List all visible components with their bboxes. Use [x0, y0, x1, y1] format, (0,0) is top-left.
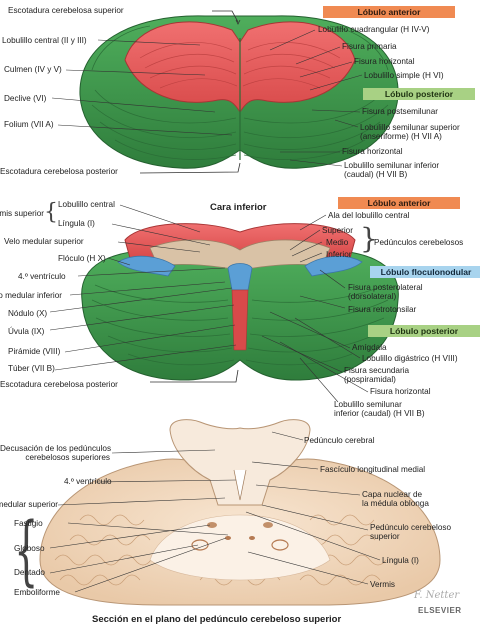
label-nuclear-layer-2: la médula oblonga	[362, 499, 429, 508]
header-posterior-lobe-top: Lóbulo posterior	[363, 88, 475, 100]
label-secondary-fissure: Fisura secundaria	[344, 366, 410, 375]
publisher-logo: ELSEVIER	[418, 606, 462, 615]
label-horizontal-fissure-top-2: Fisura horizontal	[342, 147, 403, 156]
label-decussation-2: cerebelosos superiores	[25, 453, 110, 462]
label-posterior-notch-inferior: Escotadura cerebelosa posterior	[0, 380, 118, 389]
header-posterior-lobe-inferior: Lóbulo posterior	[368, 325, 480, 337]
label-declive: Declive (VI)	[4, 94, 47, 103]
label-horizontal-fissure-top: Fisura horizontal	[354, 57, 415, 66]
artist-signature: F. Netter	[414, 590, 460, 601]
label-superior-semilunar-lobule-2: (anseriforme) (H VII A)	[360, 132, 442, 141]
label-emboliform: Emboliforme	[14, 588, 60, 597]
section-view-title: Sección en el plano del pedúnculo cerebe…	[92, 614, 342, 625]
label-quadrangular-lobule: Lobulillo cuadrangular (H IV-V)	[318, 25, 430, 34]
label-vermis-section: Vermis	[370, 580, 396, 589]
brace-nuclei: {	[14, 505, 39, 594]
header-anterior-lobe-inferior: Lóbulo anterior	[338, 197, 460, 209]
inferior-leader-lines	[49, 204, 369, 403]
header-flocculonodular-lobe: Lóbulo floculonodular	[370, 266, 480, 278]
label-inferior-central-lobule: Lobulillo central	[58, 200, 115, 209]
label-superior-velum-section: Velo medular superior	[0, 500, 58, 509]
label-inferior-semilunar-lobule-top-2: (caudal) (H VII B)	[344, 170, 408, 179]
label-lingula-inferior: Língula (I)	[58, 219, 95, 228]
section-leader-lines	[49, 431, 381, 593]
label-peduncle-superior: Superior	[322, 226, 353, 235]
label-flocculus: Flóculo (H X)	[58, 254, 106, 263]
label-horizontal-fissure-inferior: Fisura horizontal	[370, 387, 431, 396]
label-culmen: Culmen (IV y V)	[4, 65, 62, 74]
label-simple-lobule: Lobulillo simple (H VI)	[364, 71, 444, 80]
label-wing-central-lobule: Ala del lobulillo central	[328, 211, 410, 220]
label-dentate: Dentado	[14, 568, 45, 577]
label-nodule: Nódulo (X)	[8, 309, 48, 318]
inferior-surface-drawing	[81, 223, 399, 383]
label-fourth-ventricle-section: 4.º ventrículo	[64, 477, 112, 486]
label-central-lobule: Lobulillo central (II y III)	[2, 36, 87, 45]
label-retrotonsillar-fissure: Fisura retrotonsilar	[348, 305, 417, 314]
label-superior-peduncle-2: superior	[370, 532, 400, 541]
brace-peduncles: }	[360, 222, 378, 255]
label-superior-notch: Escotadura cerebelosa superior	[8, 6, 124, 15]
brace-vermis-superior: {	[44, 200, 58, 225]
label-secondary-fissure-2: (pospiramidal)	[344, 375, 396, 384]
label-peduncle-middle: Medio	[326, 238, 349, 247]
label-inferior-medullary-velum: Velo medular inferior	[0, 291, 62, 300]
label-cerebellar-peduncles: Pedúnculos cerebelosos	[374, 238, 464, 247]
label-superior-vermis: Vermis superior	[0, 209, 44, 218]
superior-surface-drawing	[79, 10, 399, 174]
label-superior-medullary-velum: Velo medular superior	[4, 237, 84, 246]
label-folium: Folium (VII A)	[4, 120, 54, 129]
inferior-view-title: Cara inferior	[210, 202, 267, 213]
label-tuber: Túber (VII B)	[8, 364, 55, 373]
label-pyramid: Pirámide (VIII)	[8, 347, 61, 356]
label-superior-peduncle: Pedúnculo cerebeloso	[370, 523, 452, 532]
label-fastigial: Fastigio	[14, 519, 43, 528]
label-posterolateral-fissure: Fisura posterolateral	[348, 283, 423, 292]
label-lingula-section: Língula (I)	[382, 556, 419, 565]
label-decussation: Decusación de los pedúnculos	[0, 444, 112, 453]
label-inferior-semilunar-lobule-2: inferior (caudal) (H VII B)	[334, 409, 425, 418]
label-posterolateral-fissure-2: (dorsolateral)	[348, 292, 397, 301]
label-peduncle-inferior: Inferior	[326, 250, 352, 259]
label-fourth-ventricle-inferior: 4.º ventrículo	[18, 272, 66, 281]
label-mlf: Fascículo longitudinal medial	[320, 465, 426, 474]
brainstem-section-shape	[169, 419, 311, 506]
label-postsemilunar-fissure: Fisura postsemilunar	[362, 107, 438, 116]
header-anterior-lobe-top: Lóbulo anterior	[323, 6, 455, 18]
label-digastric-lobule: Lobulillo digástrico (H VIII)	[362, 354, 458, 363]
label-inferior-semilunar-lobule: Lobulillo semilunar	[334, 400, 402, 409]
label-uvula: Úvula (IX)	[8, 327, 45, 336]
label-primary-fissure: Fisura primaria	[342, 42, 397, 51]
label-cerebral-peduncle: Pedúnculo cerebral	[304, 436, 375, 445]
label-inferior-semilunar-lobule-top: Lobulillo semilunar inferior	[344, 161, 440, 170]
label-posterior-notch-top: Escotadura cerebelosa posterior	[0, 167, 118, 176]
superior-leader-lines	[51, 29, 363, 167]
label-tonsil: Amígdala	[352, 343, 387, 352]
label-globose: Globoso	[14, 544, 45, 553]
label-nuclear-layer: Capa nuclear de	[362, 490, 423, 499]
label-superior-semilunar-lobule: Lobulillo semilunar superior	[360, 123, 460, 132]
